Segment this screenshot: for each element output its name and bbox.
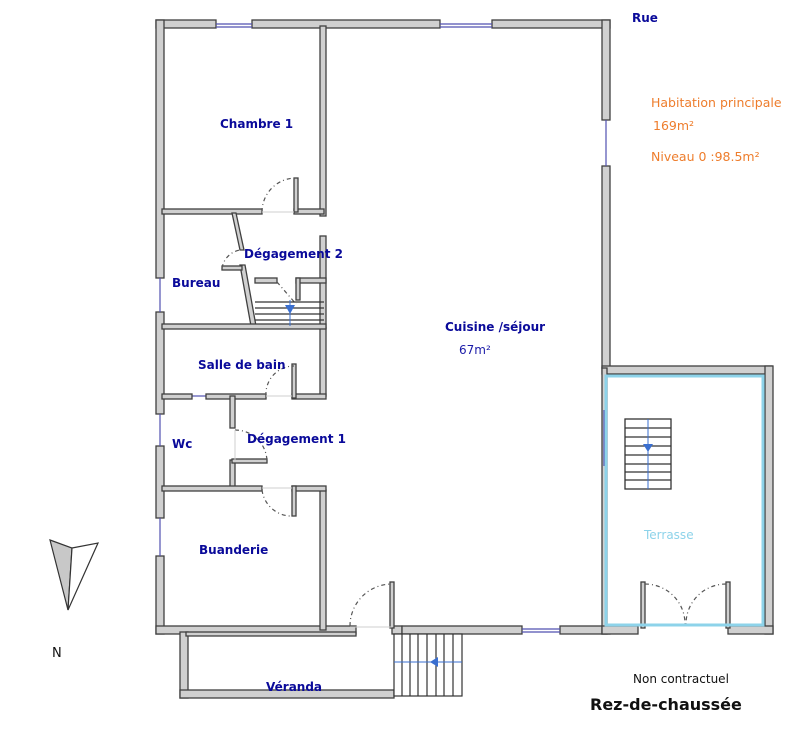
- stair-arrow-icon: [285, 305, 295, 314]
- street-label: Rue: [632, 11, 658, 25]
- summary-total-area: 169m²: [653, 118, 695, 133]
- north-arrow-icon: [49, 539, 100, 611]
- room-label-degagement-1: Dégagement 1: [247, 432, 346, 446]
- windows: [159, 23, 607, 633]
- room-label-terrasse: Terrasse: [644, 528, 694, 542]
- room-label-wc: Wc: [172, 437, 193, 451]
- outer-walls: [155, 19, 774, 635]
- floor-title: Rez-de-chaussée: [590, 695, 742, 714]
- terrace-stairs: [624, 418, 672, 490]
- room-label-degagement-2: Dégagement 2: [244, 247, 343, 261]
- interior-walls: [161, 25, 327, 631]
- room-label-bureau: Bureau: [172, 276, 221, 290]
- disclaimer: Non contractuel: [633, 672, 729, 686]
- entrance-stairs: [393, 633, 463, 697]
- compass-north-label: N: [52, 646, 62, 661]
- room-label-salle-de-bain: Salle de bain: [198, 358, 286, 372]
- terrace-outline: [604, 374, 765, 627]
- doors: [221, 177, 731, 629]
- stair-arrow-icon: [643, 444, 653, 452]
- stair-arrow-icon: [430, 657, 438, 667]
- inner-stairs: [255, 300, 324, 326]
- room-label-chambre-1: Chambre 1: [220, 117, 294, 131]
- summary-title: Habitation principale: [651, 95, 782, 110]
- summary-level-area: Niveau 0 :98.5m²: [651, 149, 760, 164]
- room-label-veranda: Véranda: [266, 680, 323, 694]
- room-area-cuisine-sejour: 67m²: [459, 343, 491, 357]
- room-label-cuisine-sejour: Cuisine /séjour: [445, 320, 546, 334]
- room-label-buanderie: Buanderie: [199, 543, 269, 557]
